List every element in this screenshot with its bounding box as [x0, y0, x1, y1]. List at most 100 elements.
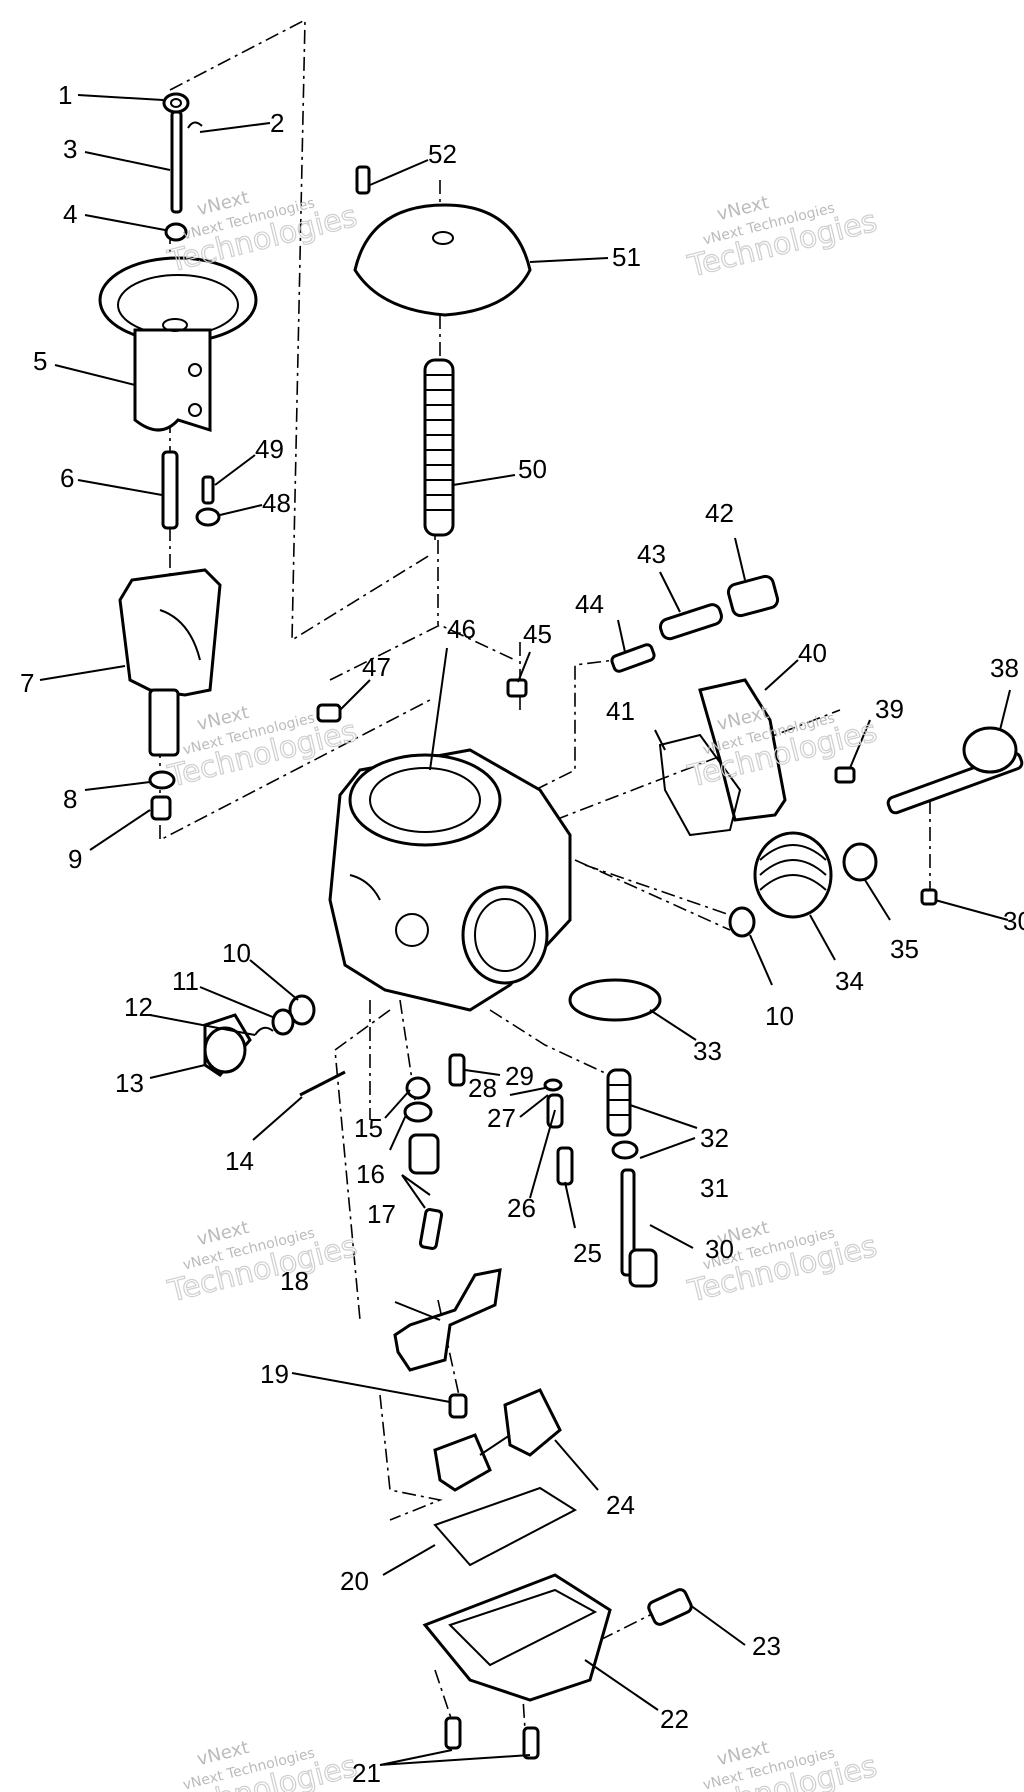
callout-25: 25 — [573, 1238, 602, 1268]
part-spring-34 — [753, 831, 833, 919]
callout-31: 31 — [700, 1173, 729, 1203]
callout-28: 28 — [468, 1073, 497, 1103]
part-jet-6 — [161, 450, 179, 530]
callout-14: 14 — [225, 1146, 254, 1176]
callout-39: 39 — [875, 694, 904, 724]
callout-19: 19 — [260, 1359, 289, 1389]
callout-7: 7 — [20, 668, 34, 698]
part-washer-10-left — [288, 994, 316, 1026]
part-plug-47 — [316, 703, 342, 723]
part-spring-43 — [658, 603, 723, 641]
callout-42: 42 — [705, 498, 734, 528]
callout-11: 11 — [172, 966, 199, 996]
callout-49: 49 — [255, 434, 284, 464]
callout-45: 45 — [523, 619, 552, 649]
part-gasket-41 — [658, 733, 742, 837]
part-seat-4 — [164, 222, 188, 242]
part-screw-52 — [355, 165, 371, 195]
part-clip-12 — [254, 1026, 274, 1036]
part-ring-11 — [271, 1008, 295, 1036]
callout-52: 52 — [428, 139, 457, 169]
callout-4: 4 — [63, 199, 77, 229]
part-screw-25 — [556, 1146, 574, 1186]
part-ring-28 — [543, 1078, 563, 1092]
callout-50: 50 — [518, 454, 547, 484]
callout-9: 9 — [68, 844, 82, 874]
watermark: vNext vNext Technologies Technologies — [164, 187, 362, 280]
callout-26: 26 — [507, 1193, 536, 1223]
callout-12: 12 — [124, 992, 153, 1022]
part-carb-body-46 — [328, 748, 572, 1012]
callout-15: 15 — [354, 1113, 383, 1143]
part-spring-50 — [423, 358, 455, 537]
callout-43: 43 — [637, 539, 666, 569]
part-plate-40 — [698, 678, 787, 822]
part-bracket-18 — [393, 1268, 502, 1372]
callout-17: 17 — [367, 1199, 396, 1229]
callout-20: 20 — [340, 1566, 369, 1596]
callout-30: 30 — [705, 1234, 734, 1264]
part-plate-33 — [568, 978, 662, 1022]
part-bushing-35 — [842, 842, 878, 882]
part-screw-49 — [201, 475, 215, 505]
part-screw-19 — [448, 1393, 468, 1419]
callout-27: 27 — [487, 1103, 516, 1133]
part-jet-29 — [448, 1053, 466, 1087]
callout-10-right: 10 — [765, 1001, 794, 1031]
callout-16: 16 — [356, 1159, 385, 1189]
part-shaft-38 — [886, 726, 1024, 815]
callout-23: 23 — [752, 1631, 781, 1661]
watermark: vNext vNext Technologies Technologies — [684, 192, 882, 285]
callout-44: 44 — [575, 589, 604, 619]
callout-22: 22 — [660, 1704, 689, 1734]
part-clip-2 — [187, 121, 203, 129]
part-washer-31 — [611, 1140, 639, 1160]
part-washer-16 — [403, 1101, 433, 1123]
callout-47: 47 — [362, 652, 391, 682]
callout-32: 32 — [700, 1123, 729, 1153]
part-screw-39 — [834, 766, 856, 784]
callout-38: 38 — [990, 653, 1019, 683]
part-valve-44 — [610, 643, 656, 673]
part-screw-30 — [620, 1168, 658, 1288]
callout-41: 41 — [606, 696, 635, 726]
callout-1: 1 — [58, 80, 72, 110]
part-plug-45 — [506, 678, 528, 698]
watermark: vNext vNext Technologies Technologies — [164, 1737, 362, 1792]
callout-34: 34 — [835, 966, 864, 996]
callout-13: 13 — [115, 1068, 144, 1098]
watermark: vNext vNext Technologies Technologies — [164, 1217, 362, 1310]
part-washer-10-right — [728, 906, 756, 938]
part-screw-21-right — [522, 1726, 540, 1760]
part-screw-21-left — [444, 1716, 462, 1750]
callout-29: 29 — [505, 1061, 534, 1091]
callout-3: 3 — [63, 134, 77, 164]
part-diaphragm-slide-5 — [98, 256, 258, 433]
parts — [98, 92, 1024, 1760]
callout-33: 33 — [693, 1036, 722, 1066]
callout-10-left: 10 — [222, 938, 251, 968]
callout-labels: 1 2 3 4 5 6 49 48 7 8 9 52 51 50 47 46 4… — [20, 80, 1024, 1788]
part-cover-51 — [353, 203, 532, 317]
callout-2: 2 — [270, 108, 284, 138]
part-screw-36 — [920, 888, 938, 906]
part-screw-23 — [647, 1588, 693, 1626]
part-pin-14 — [299, 1070, 346, 1097]
leader-lines — [39, 94, 1011, 1766]
part-nut-9 — [150, 795, 172, 821]
part-bowl-22 — [422, 1573, 612, 1702]
part-nut-15 — [405, 1076, 431, 1100]
callout-48: 48 — [262, 488, 291, 518]
callout-8: 8 — [63, 784, 77, 814]
part-needle-3 — [170, 110, 183, 214]
part-washer-48 — [195, 507, 221, 527]
callout-6: 6 — [60, 463, 74, 493]
callout-35: 35 — [890, 934, 919, 964]
callout-5: 5 — [33, 346, 47, 376]
callout-46: 46 — [447, 614, 476, 644]
part-washer-8 — [148, 770, 176, 790]
part-gasket-20 — [433, 1486, 578, 1567]
part-bracket-7 — [118, 568, 222, 757]
part-spring-32 — [606, 1068, 632, 1137]
